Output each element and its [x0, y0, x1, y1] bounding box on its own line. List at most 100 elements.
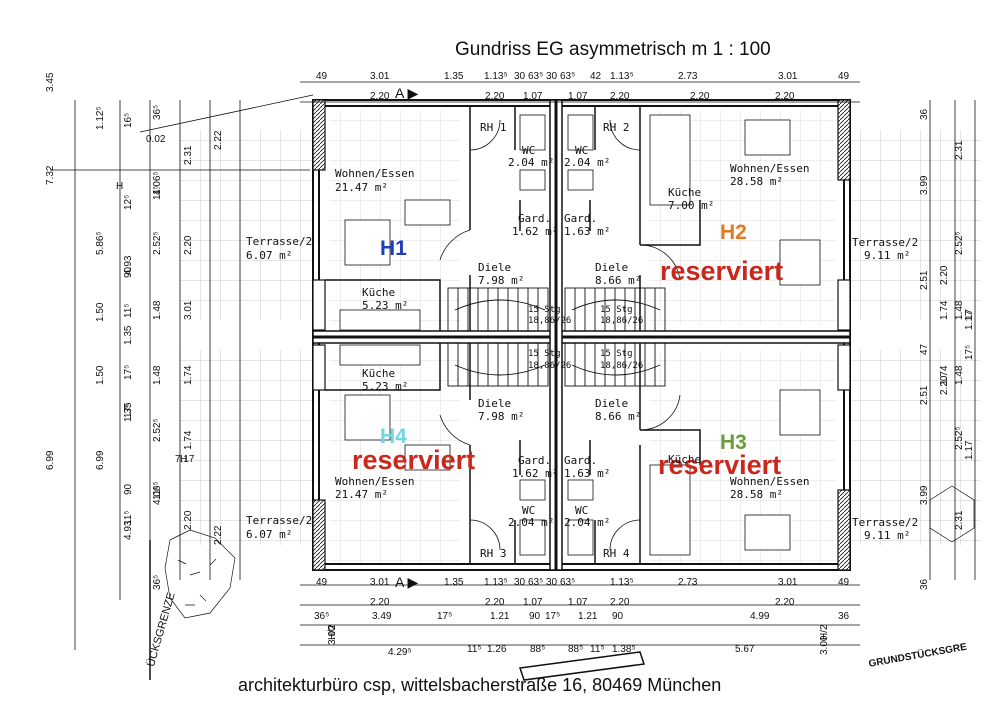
dim-bot1-8: 1.13⁵: [610, 577, 634, 588]
dim-bot4-3: 88⁵: [568, 644, 584, 655]
dim-l4-9: 36⁵: [152, 574, 163, 590]
wall-hatch: [313, 100, 850, 570]
room-h3-wc-area: 2.04 m²: [564, 516, 611, 529]
dim-l5-1: 2.20: [183, 235, 194, 255]
room-h2-wohnen-area: 28.58 m²: [730, 175, 783, 188]
dim-l3-0: 16⁵: [123, 112, 134, 128]
house-h3-label: H3: [720, 432, 747, 453]
dim-left-misc-2: H: [180, 454, 188, 465]
dim-bot2-2: 1.07: [523, 597, 543, 608]
house-h4-label: H4: [380, 426, 407, 447]
dim-top1-9: 1.13⁵: [610, 71, 634, 82]
room-h4-stairs-ratio: 18,86/26: [528, 361, 572, 371]
dim-l3-8: 1.35: [123, 402, 134, 422]
room-h4-gard-name: Gard.: [518, 454, 552, 467]
dim-bot1-7: 63⁵: [560, 577, 576, 588]
dim-bot3-1: 3.49: [372, 611, 392, 622]
house-h3-text: H3: [720, 431, 747, 454]
room-h4-diele-area: 7.98 m²: [478, 410, 525, 423]
dim-bot1-4: 30: [514, 577, 526, 588]
terrace-grid-left-bottom: [180, 350, 315, 545]
dim-top1-5: 63⁵: [528, 71, 544, 82]
room-h4-diele-name: Diele: [478, 397, 512, 410]
dim-r1-3: 47: [919, 343, 930, 355]
dim-top2-6: 2.20: [775, 91, 795, 102]
dim-l4-2: 11⁵: [152, 185, 163, 200]
rh1-label: RH 1: [480, 121, 507, 134]
dim-l4-3: 2.52⁵: [152, 231, 163, 255]
dim-l1-0: 3.45: [45, 72, 56, 92]
rh4-label: RH 4: [603, 547, 630, 560]
dim-top1-4: 30: [514, 71, 526, 82]
terrace-grid-right-bottom: [850, 350, 980, 545]
plants: [164, 485, 975, 619]
dim-l6-0: 2.22: [213, 130, 224, 150]
rh2-label: RH 2: [603, 121, 630, 134]
dim-l3-5: 1.35: [123, 325, 134, 345]
room-h4-wohnen-area: 21.47 m²: [335, 488, 388, 501]
dim-l2-1: 5.86⁵: [95, 231, 106, 255]
room-h3-terrasse-name: Terrasse/2: [852, 516, 919, 529]
house-h2-label: H2: [720, 222, 747, 243]
furniture: [339, 114, 821, 556]
dim-l5-0: 2.31: [183, 145, 194, 165]
house-h2-text: H2: [720, 221, 747, 244]
room-h2-terrasse-area: 9.11 m²: [864, 249, 911, 262]
dim-left-misc-0: 0.02: [146, 134, 166, 145]
dim-bot4-5: 1.38⁵: [612, 644, 636, 655]
room-h2-gard-area: 1.63 m²: [564, 225, 611, 238]
room-h3-stairs-ratio: 18,86/26: [600, 361, 644, 371]
dim-r1-1: 3.99: [919, 175, 930, 195]
room-h1-wc-area: 2.04 m²: [508, 156, 555, 169]
room-h3-diele-area: 8.66 m²: [595, 410, 642, 423]
room-h3-wohnen-area: 28.58 m²: [730, 488, 783, 501]
dim-l1-1: 7.32: [45, 165, 56, 185]
dim-bot3-2: 17⁵: [437, 611, 453, 622]
dim-bot1-6: 30: [546, 577, 558, 588]
room-h3-diele-name: Diele: [595, 397, 629, 410]
drawing-title: Gundriss EG asymmetrisch m 1 : 100: [455, 39, 771, 60]
room-h4-terrasse-area: 6.07 m²: [246, 528, 293, 541]
room-h4-stairs-name: 15 Stg: [528, 349, 561, 359]
dim-bot4-1: 1.26: [487, 644, 507, 655]
dim-l2-0: 1.12⁵: [95, 106, 106, 130]
terrace-grid-left-top: [180, 130, 315, 320]
room-h4-wohnen-name: Wohnen/Essen: [335, 475, 415, 488]
room-h1-diele-name: Diele: [478, 261, 512, 274]
dim-l3-3: 90: [123, 266, 134, 278]
dim-bot2-1: 2.20: [485, 597, 505, 608]
room-h2-wohnen-name: Wohnen/Essen: [730, 162, 810, 175]
dim-bot3-4: 90: [529, 611, 541, 622]
dim-r2-0: 2.31: [954, 140, 965, 160]
room-h1-wc-name: WC: [522, 144, 536, 157]
dim-top1-1: 3.01: [370, 71, 390, 82]
rh3-label: RH 3: [480, 547, 507, 560]
reserviert-h2: reserviert: [660, 256, 784, 286]
dim-r1-0: 36: [919, 108, 930, 120]
dim-top1-10: 2.73: [678, 71, 698, 82]
room-h4-kueche-area: 5.23 m²: [362, 380, 409, 393]
section-marker-bottom: A ▶: [395, 574, 419, 590]
dim-bot2-0: 2.20: [370, 597, 390, 608]
room-h4-kueche-name: Küche: [362, 367, 396, 380]
room-h2-stairs-ratio: 18,86/26: [600, 316, 644, 326]
dim-r1-6: 36: [919, 578, 930, 590]
room-h2-wc-area: 2.04 m²: [564, 156, 611, 169]
architect-footer: architekturbüro csp, wittelsbacherstraße…: [238, 675, 722, 695]
dim-bot4-2: 88⁵: [530, 644, 546, 655]
dim-top1-8: 42: [590, 71, 602, 82]
dim-r1-4: 2.51: [919, 385, 930, 405]
dim-bot3-9: 36: [838, 611, 850, 622]
dim-top2-0: 2.20: [370, 91, 390, 102]
room-h2-diele-area: 8.66 m²: [595, 274, 642, 287]
dim-l6-1: 2.22: [213, 525, 224, 545]
room-h4-wc-area: 2.04 m²: [508, 516, 555, 529]
dim-bot4-4: 11⁵: [590, 644, 605, 655]
dim-l4-4: 1.48: [152, 300, 163, 320]
dim-bot1-9: 2.73: [678, 577, 698, 588]
room-h2-stairs-name: 15 Stg: [600, 305, 633, 315]
ground-outline: [149, 540, 645, 681]
dim-l3-11: 4.93: [123, 520, 134, 540]
dim-top1-6: 30: [546, 71, 558, 82]
